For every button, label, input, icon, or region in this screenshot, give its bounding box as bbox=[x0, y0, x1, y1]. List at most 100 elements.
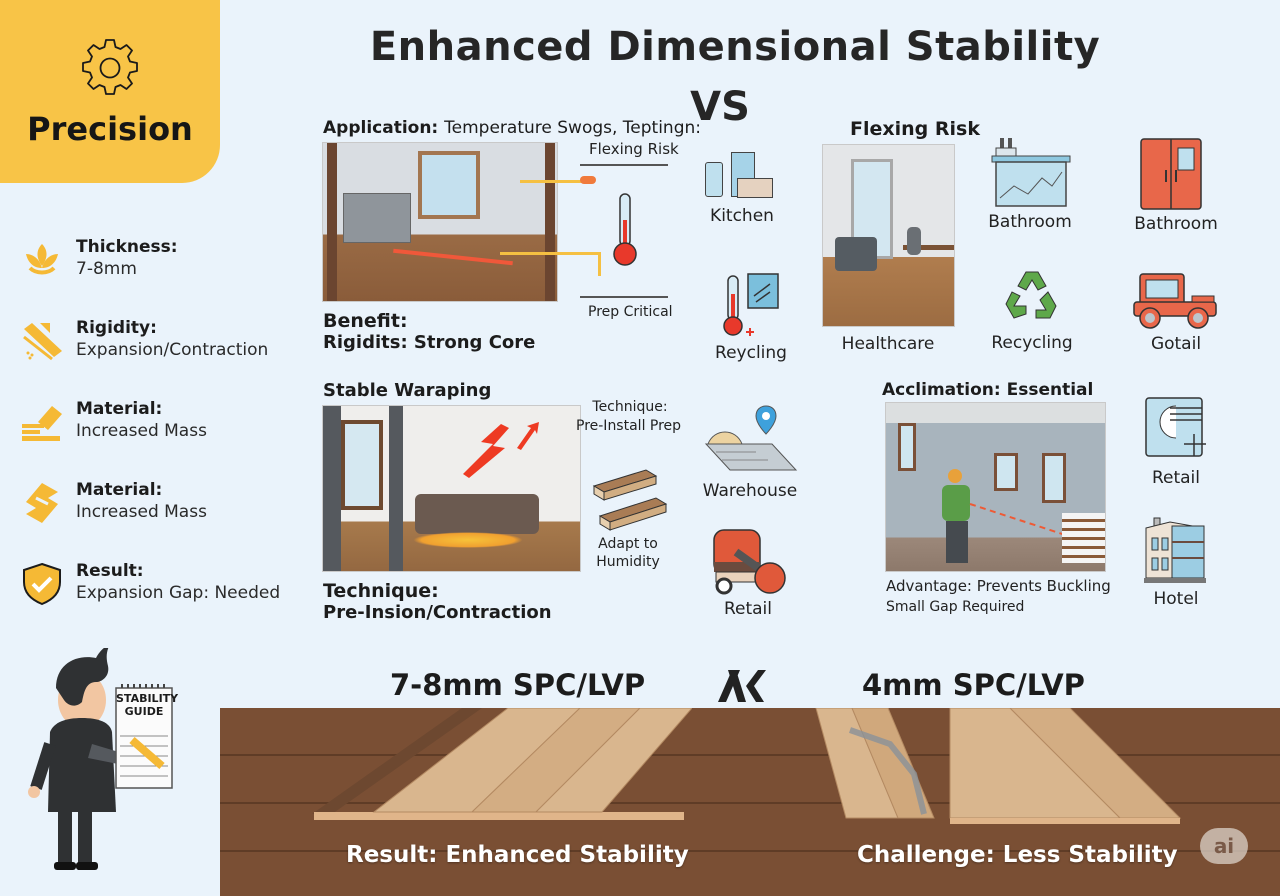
benefit-value: Rigidits: Strong Core bbox=[323, 332, 536, 353]
stable-warping-heading: Stable Waraping bbox=[323, 380, 492, 401]
pointer-line bbox=[520, 180, 586, 183]
person-holding-guide-illustration bbox=[28, 648, 173, 870]
technique-value: Pre-Insion/Contraction bbox=[323, 602, 552, 623]
guide-line-2: GUIDE bbox=[124, 705, 164, 718]
thick-planks-illustration bbox=[312, 708, 692, 820]
divider bbox=[580, 296, 668, 298]
door-frame bbox=[545, 143, 555, 301]
shield-check-icon bbox=[23, 562, 61, 606]
box-shape bbox=[737, 178, 773, 198]
bathroom-label-2: Bathroom bbox=[1134, 214, 1218, 234]
feature-item-material-2: Material: Increased Mass bbox=[20, 479, 300, 560]
small-gap-text: Small Gap Required bbox=[886, 599, 1025, 615]
feature-item-material: Material: Increased Mass bbox=[20, 398, 300, 479]
hotel-label: Hotel bbox=[1153, 589, 1199, 609]
living-room-scene-image bbox=[322, 405, 581, 572]
technique-label: Technique: bbox=[323, 580, 439, 602]
kitchen-icon bbox=[705, 150, 775, 205]
stairs bbox=[1062, 513, 1105, 563]
acclimation-heading: Acclimation: Essential bbox=[882, 380, 1094, 400]
sofa bbox=[415, 494, 539, 534]
gotail-label: Gotail bbox=[1150, 334, 1202, 354]
thick-result-label: Result: Enhanced Stability bbox=[346, 842, 689, 868]
document-icon bbox=[1145, 397, 1206, 457]
feature-label: Thickness: bbox=[76, 237, 178, 257]
person-figure bbox=[907, 227, 921, 255]
window bbox=[898, 423, 916, 471]
prep-critical-note: Prep Critical bbox=[588, 304, 673, 320]
pointer-line bbox=[598, 252, 601, 276]
hotel-icon bbox=[1144, 517, 1206, 583]
precision-badge: Precision bbox=[0, 0, 220, 183]
eraser-icon bbox=[22, 406, 62, 441]
guide-line-1: STABILITY bbox=[116, 692, 179, 705]
plank-layers-icon bbox=[23, 323, 62, 361]
worker-helmet bbox=[948, 469, 962, 483]
door-frame bbox=[327, 143, 337, 301]
thermometer-icon bbox=[723, 273, 779, 336]
recycling-label: Recycling bbox=[991, 333, 1073, 353]
gear-icon bbox=[82, 38, 138, 95]
application-heading-text: Temperature Swogs, Teptingn: bbox=[444, 118, 701, 138]
kitchen-scene-image bbox=[322, 142, 558, 302]
feature-value: 7-8mm bbox=[76, 259, 137, 279]
curtain bbox=[323, 406, 341, 571]
thin-result-label: Challenge: Less Stability bbox=[857, 842, 1178, 868]
window bbox=[1042, 453, 1066, 503]
kitchen-label: Kitchen bbox=[710, 206, 774, 226]
warehouse-icon bbox=[704, 405, 798, 471]
lightning-arrow-icon bbox=[463, 422, 539, 478]
feature-item-result: Result: Expansion Gap: Needed bbox=[20, 560, 300, 641]
warehouse-label: Warehouse bbox=[702, 481, 798, 501]
vs-label: VS bbox=[690, 84, 750, 130]
worker-pants bbox=[946, 521, 968, 563]
technique-note-value: Pre-Install Prep bbox=[576, 418, 682, 434]
stairwell-scene-image bbox=[885, 402, 1106, 572]
reycling-label: Reycling bbox=[715, 343, 787, 363]
feature-list: Thickness: 7-8mm Rigidity: Expansion/Con… bbox=[20, 236, 300, 641]
versus-icon bbox=[718, 670, 766, 702]
feature-value: Expansion/Contraction bbox=[76, 340, 269, 360]
feature-label: Material: bbox=[76, 399, 163, 419]
pointer-line bbox=[500, 252, 600, 255]
page-title: Enhanced Dimensional Stability bbox=[369, 24, 1101, 70]
office-scene-image bbox=[822, 144, 955, 327]
heat-glow bbox=[413, 532, 523, 548]
flexing-risk-note: Flexing Risk bbox=[589, 140, 679, 158]
window bbox=[341, 420, 383, 510]
feature-label: Rigidity: bbox=[76, 318, 157, 338]
planks-caption-2: Humidity bbox=[596, 554, 660, 570]
healthcare-caption: Healthcare bbox=[841, 334, 935, 354]
advantage-text: Advantage: Prevents Buckling bbox=[886, 577, 1111, 595]
window bbox=[994, 453, 1018, 491]
application-heading-label: Application: bbox=[323, 118, 439, 138]
thin-planks-illustration bbox=[815, 708, 1182, 824]
benefit-label: Benefit: bbox=[323, 310, 408, 332]
technique-note-label: Technique: bbox=[592, 399, 668, 415]
thin-product-label: 4mm SPC/LVP bbox=[862, 668, 1085, 702]
retail-label-2: Retail bbox=[1151, 468, 1201, 488]
feature-value: Increased Mass bbox=[76, 421, 207, 441]
feature-label: Result: bbox=[76, 561, 144, 581]
application-heading: Application: Temperature Swogs, Teptingn… bbox=[323, 118, 701, 138]
recycling-icon bbox=[1005, 271, 1057, 319]
bathroom-label: Bathroom bbox=[988, 212, 1072, 232]
curtain bbox=[389, 406, 403, 571]
vacuum-icon bbox=[713, 529, 786, 595]
pointer-tip bbox=[580, 176, 596, 184]
divider bbox=[580, 164, 668, 166]
precision-label: Precision bbox=[27, 109, 193, 148]
feature-value: Expansion Gap: Needed bbox=[76, 583, 281, 603]
planks-caption-1: Adapt to bbox=[598, 536, 658, 552]
vehicle-icon bbox=[1133, 273, 1217, 329]
thick-product-label: 7-8mm SPC/LVP bbox=[390, 668, 646, 702]
jar-shape bbox=[705, 162, 723, 197]
desk bbox=[903, 245, 954, 250]
cabinet-icon bbox=[1140, 138, 1202, 210]
feature-label: Material: bbox=[76, 480, 163, 500]
ai-watermark-badge: ai bbox=[1200, 828, 1248, 864]
window bbox=[418, 151, 480, 219]
feature-item-rigidity: Rigidity: Expansion/Contraction bbox=[20, 317, 300, 398]
stability-guide-title: STABILITY GUIDE bbox=[116, 692, 179, 718]
laser-line bbox=[969, 503, 1066, 536]
